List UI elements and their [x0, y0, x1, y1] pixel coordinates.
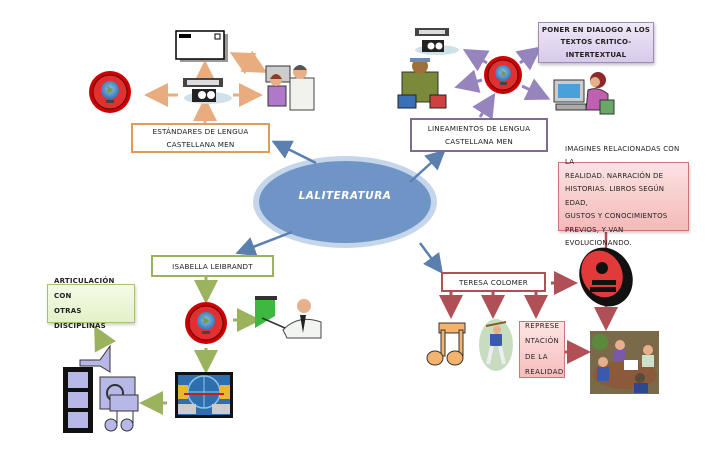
document-icon — [175, 30, 228, 62]
node-poner-line1: PONER EN DIALOGO A LOS — [541, 25, 651, 34]
central-ellipse — [259, 161, 431, 243]
node-rep-line3: DE LA — [525, 352, 548, 361]
meeting-people-icon — [590, 331, 659, 394]
purple-arrow-ur — [515, 46, 542, 71]
node-imagines[interactable]: IMAGINES RELACIONADAS CON LA REALIDAD. N… — [558, 145, 689, 247]
node-estandares-line1: ESTÁNDARES DE LENGUA — [152, 127, 249, 136]
node-articulacion[interactable]: ARTICULACIÓN CON OTRAS DISCIPLINAS — [47, 277, 135, 330]
node-articulacion-line2: OTRAS DISCIPLINAS — [54, 306, 106, 330]
node-articulacion-line1: ARTICULACIÓN CON — [54, 276, 115, 300]
node-rep-line4: REALIDAD — [525, 368, 564, 376]
music-note-icon — [426, 322, 466, 366]
traveler-icon — [397, 58, 447, 109]
purple-arrow-ul — [462, 48, 490, 72]
node-representacion[interactable]: REPRESE NTACIÓN DE LA REALIDAD — [519, 321, 565, 378]
connector-to-estandares — [271, 140, 317, 165]
node-rep-line1: REPRESE — [525, 321, 560, 330]
globe-icon-2 — [484, 56, 522, 94]
green-arrow-diag — [94, 325, 117, 353]
central-topic-label: LALITERATURA — [298, 190, 392, 202]
node-poner-en-dialogo[interactable]: PONER EN DIALOGO A LOS TEXTOS CRITICO- I… — [538, 22, 654, 63]
purple-arrow-l — [454, 69, 483, 93]
node-estandares-line2: CASTELLANA MEN — [166, 140, 235, 149]
teacher-pointer-icon — [255, 296, 322, 339]
purple-arrow-up — [472, 92, 496, 120]
teacher-student-icon — [265, 65, 315, 111]
connector-to-teresa — [418, 242, 443, 275]
computer-user-icon — [553, 72, 615, 115]
node-imagines-line2: REALIDAD. NARRACIÓN DE — [565, 171, 664, 180]
node-isabella-leibrandt[interactable]: ISABELLA LEIBRANDT — [151, 255, 274, 277]
book-reader-icon — [183, 78, 232, 104]
node-teresa-label: TERESA COLOMER — [459, 277, 528, 287]
reading-books-icon — [579, 247, 633, 307]
node-isabella-label: ISABELLA LEIBRANDT — [172, 261, 253, 271]
multimedia-icon — [63, 344, 139, 433]
node-estandares[interactable]: ESTÁNDARES DE LENGUA CASTELLANA MEN — [131, 123, 270, 153]
node-imagines-line4: GUSTOS Y CONOCIMIENTOS — [565, 212, 668, 220]
connector-to-isabella — [235, 230, 293, 256]
node-lineamientos-line1: LINEAMIENTOS DE LENGUA — [427, 124, 531, 133]
node-poner-line2: TEXTOS CRITICO- — [560, 38, 632, 47]
orange-arrow-diag — [229, 50, 268, 75]
node-imagines-line5: PREVIOS, Y VAN EVOLUCIONANDO. — [565, 225, 632, 248]
node-lineamientos[interactable]: LINEAMIENTOS DE LENGUA CASTELLANA MEN — [410, 118, 548, 152]
globe-icon — [89, 71, 131, 113]
node-teresa-colomer[interactable]: TERESA COLOMER — [441, 272, 546, 292]
baseball-player-icon — [479, 319, 513, 371]
node-rep-line2: NTACIÓN — [525, 337, 560, 345]
node-imagines-line3: HISTORIAS. LIBROS SEGÚN EDAD, — [565, 185, 665, 207]
node-poner-line3: INTERTEXTUAL — [565, 50, 627, 59]
book-reader-icon-2 — [415, 28, 459, 55]
node-imagines-line1: IMAGINES RELACIONADAS CON LA — [565, 144, 680, 167]
globe-icon-3 — [185, 302, 227, 344]
node-lineamientos-line2: CASTELLANA MEN — [444, 137, 514, 146]
connector-to-lineamientos — [409, 149, 446, 183]
network-computers-icon — [175, 372, 233, 418]
purple-arrow-r — [521, 78, 551, 101]
